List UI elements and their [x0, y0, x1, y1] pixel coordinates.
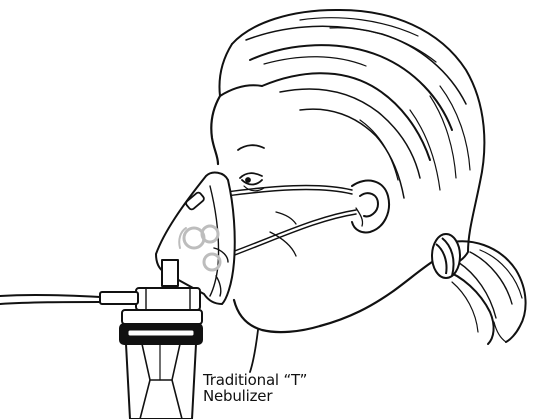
ear: [352, 181, 389, 233]
eye: [238, 145, 264, 191]
caption-line-1: Traditional “T”: [203, 372, 307, 388]
mask-strap: [226, 186, 356, 256]
hair-tie: [432, 234, 460, 278]
cheek-lines: [270, 212, 296, 256]
face-profile: [211, 96, 432, 372]
oxygen-tubing: [0, 295, 100, 304]
caption-line-2: Nebulizer: [203, 388, 307, 404]
hair: [220, 10, 485, 266]
device-caption: Traditional “T” Nebulizer: [203, 372, 307, 404]
